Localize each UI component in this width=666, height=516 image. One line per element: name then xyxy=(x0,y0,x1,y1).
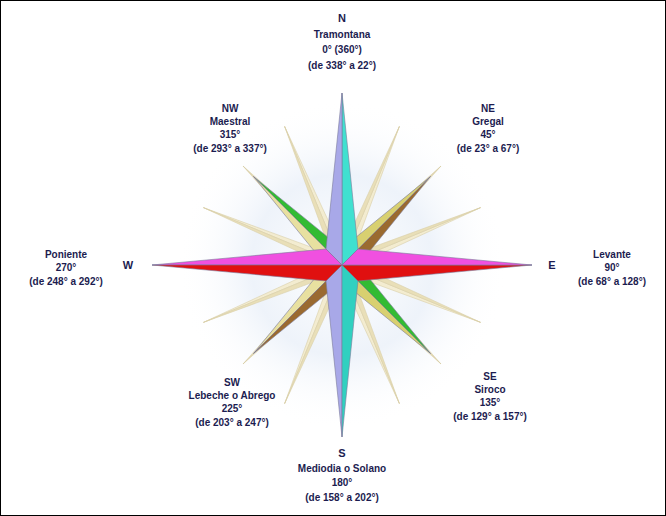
compass-label: Poniente xyxy=(45,249,87,260)
compass-label: (de 293° a 337°) xyxy=(193,143,267,154)
compass-label: E xyxy=(548,259,555,271)
compass-label: Levante xyxy=(593,249,631,260)
compass-label: Gregal xyxy=(472,116,504,127)
compass-label: 90° xyxy=(604,262,619,273)
compass-label: 315° xyxy=(220,129,241,140)
star-point xyxy=(342,93,358,265)
star-point xyxy=(342,249,532,265)
compass-label: 270° xyxy=(56,262,77,273)
compass-label: NE xyxy=(481,103,495,114)
compass-label: 135° xyxy=(480,397,501,408)
compass-label: NW xyxy=(222,103,239,114)
compass-label: N xyxy=(338,12,346,24)
compass-label: 45° xyxy=(480,129,495,140)
compass-label: (de 338° a 22°) xyxy=(308,60,376,71)
compass-label: W xyxy=(123,259,133,271)
compass-label: SE xyxy=(483,371,496,382)
compass-label: (de 23° a 67°) xyxy=(457,143,519,154)
compass-label: 0° (360°) xyxy=(322,44,362,55)
compass-label: 180° xyxy=(332,477,353,488)
star-point xyxy=(342,265,532,281)
compass-label: (de 203° a 247°) xyxy=(195,417,269,428)
compass-label: Mediodia o Solano xyxy=(298,463,386,474)
compass-label: S xyxy=(338,447,345,459)
star-point xyxy=(326,93,342,265)
compass-label: Lebeche o Abrego xyxy=(189,390,276,401)
compass-label: Tramontana xyxy=(314,29,371,40)
compass-label: SW xyxy=(224,377,240,388)
compass-label: Maestral xyxy=(210,116,251,127)
star-point xyxy=(152,249,342,265)
compass-label: (de 68° a 128°) xyxy=(578,276,646,287)
compass-label: 225° xyxy=(222,403,243,414)
star-points xyxy=(152,93,532,437)
compass-label: (de 248° a 292°) xyxy=(29,276,103,287)
star-point xyxy=(326,265,342,437)
compass-label: (de 129° a 157°) xyxy=(453,411,527,422)
compass-label: (de 158° a 202°) xyxy=(305,492,379,503)
star-point xyxy=(152,265,342,281)
star-point xyxy=(342,265,358,437)
compass-label: Siroco xyxy=(474,384,505,395)
